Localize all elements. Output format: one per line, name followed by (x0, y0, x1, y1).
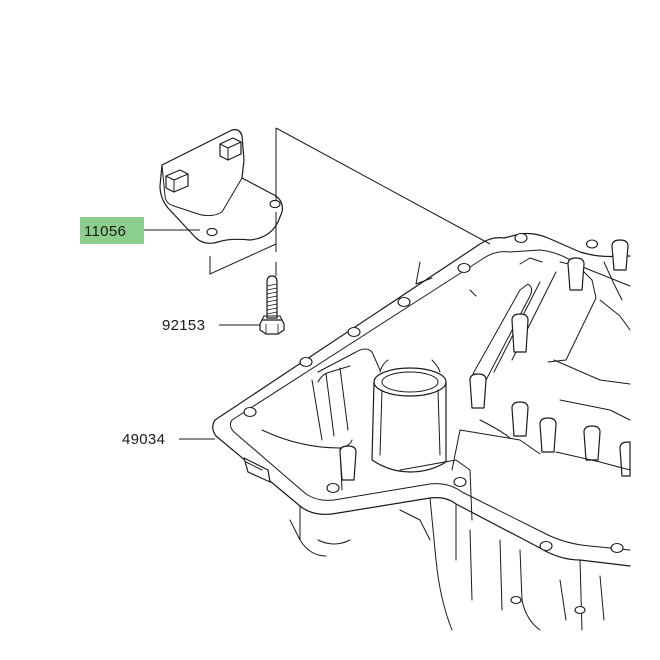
callout-49034[interactable]: 49034 (122, 431, 215, 448)
part-number-label: 11056 (84, 223, 126, 240)
internal-posts (339, 239, 631, 481)
bolt-part (259, 275, 285, 335)
part-number-label: 92153 (162, 317, 205, 334)
oil-pan-part (212, 232, 631, 631)
callout-11056[interactable]: 11056 (80, 217, 200, 244)
assembly-lines (209, 127, 491, 276)
part-number-label: 49034 (122, 431, 165, 448)
highlight-box (80, 217, 144, 244)
callout-92153[interactable]: 92153 (162, 317, 260, 334)
bracket-part (159, 129, 283, 244)
strainer-boss (371, 359, 447, 473)
flange-holes (243, 232, 624, 554)
